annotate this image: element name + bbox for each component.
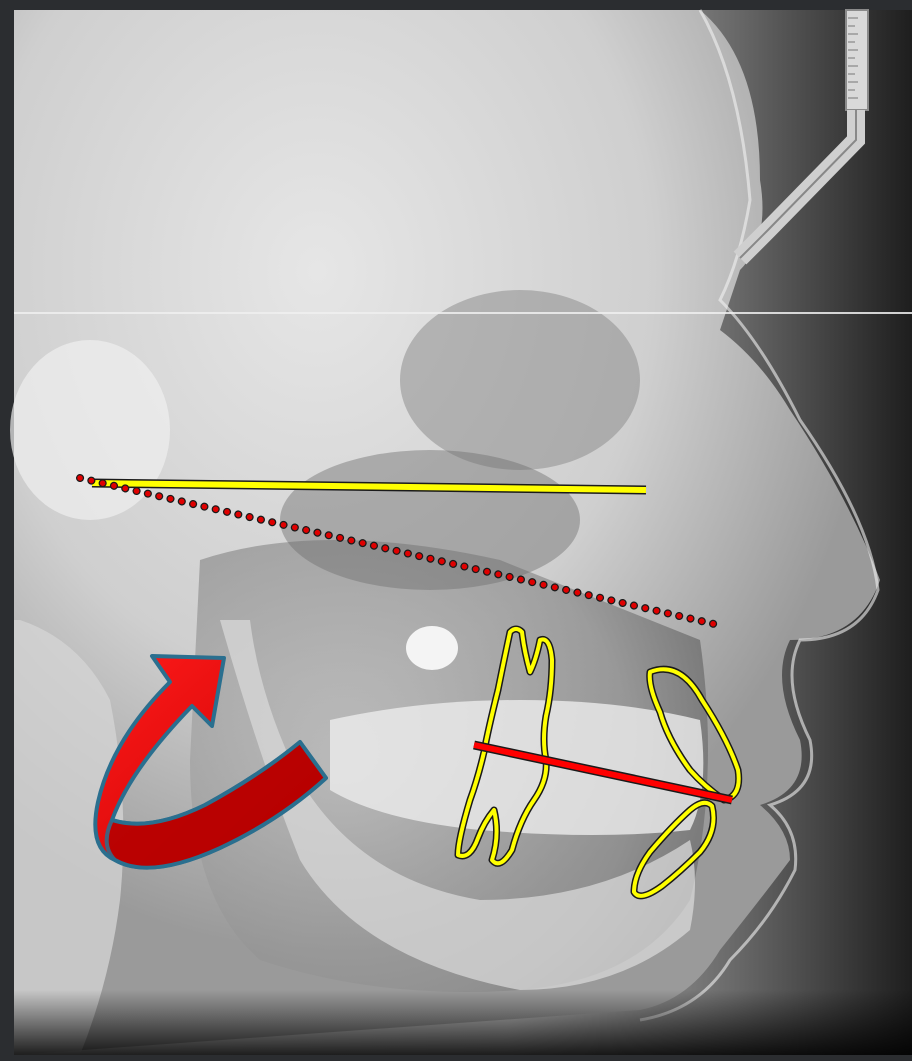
sinus-shadow xyxy=(280,450,580,590)
unerupted-tooth xyxy=(406,626,458,670)
orbit-shadow xyxy=(400,290,640,470)
bottom-shade xyxy=(14,990,912,1055)
ruler xyxy=(846,10,868,110)
